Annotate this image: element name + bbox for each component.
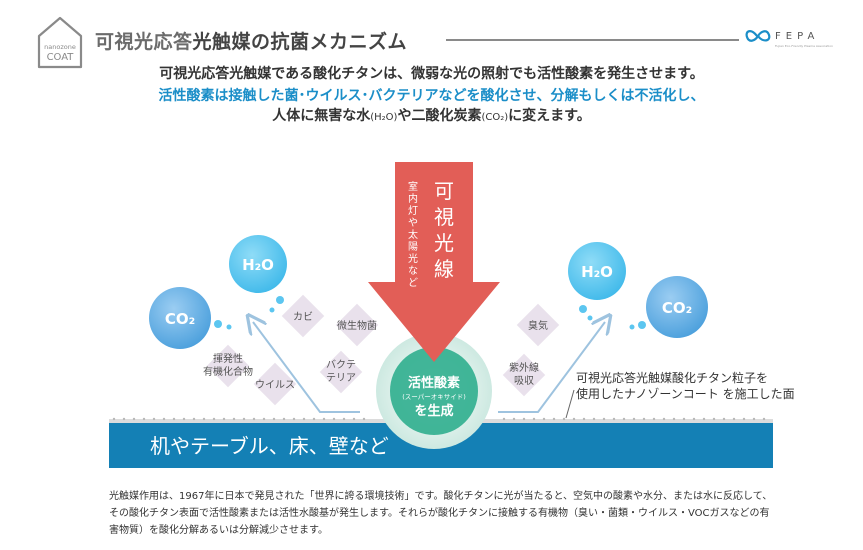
svg-text:光: 光 <box>434 231 454 255</box>
light-source-label: 室 内 灯 や 太 陽 光 な ど <box>408 180 418 289</box>
svg-text:H₂O: H₂O <box>242 256 274 274</box>
small-bubbles-right <box>579 305 646 330</box>
bubble-h2o-left: H₂O <box>229 235 287 293</box>
superoxide-label: (スーパーオキサイド) <box>402 393 466 401</box>
intro-line-2: 活性酸素は接触した菌･ウイルス･バクテリアなどを酸化させ、分解もしくは不活化し、 <box>158 88 705 104</box>
svg-text:線: 線 <box>434 257 454 281</box>
intro-line-3-e: に変えます。 <box>508 108 591 124</box>
bubble-co2-right: CO₂ <box>646 276 708 338</box>
svg-text:陽: 陽 <box>408 241 418 253</box>
small-bubbles-left <box>214 296 284 330</box>
visible-light-arrow <box>368 162 500 362</box>
svg-text:ど: ど <box>408 277 418 289</box>
svg-text:光: 光 <box>408 252 418 265</box>
header-divider <box>446 39 739 41</box>
svg-text:臭気: 臭気 <box>528 319 548 332</box>
tag-uv-absorb: 紫外線 吸収 <box>502 353 546 397</box>
intro-line-3-c: や二酸化炭素 <box>397 108 482 124</box>
svg-text:な: な <box>408 265 418 277</box>
svg-text:吸収: 吸収 <box>514 375 534 387</box>
tag-bacteria: バクテ テリア <box>319 350 363 394</box>
nanozone-coat-logo: nanozone COAT <box>37 16 83 69</box>
coat-label-line-2: 使用したナノゾーンコート を施工した面 <box>576 387 795 401</box>
intro-line-1: 可視光応答光触媒である酸化チタンは、微弱な光の照射でも活性酸素を発生させます。 <box>159 66 704 82</box>
svg-text:CO₂: CO₂ <box>662 299 692 317</box>
visible-light-label: 可 視 光 線 <box>434 179 454 281</box>
coat-label: 可視光応答光触媒酸化チタン粒子を 使用したナノゾーンコート を施工した面 <box>576 370 795 402</box>
svg-text:灯: 灯 <box>408 205 418 217</box>
svg-text:視: 視 <box>434 205 454 229</box>
generate-label: を生成 <box>414 403 453 419</box>
svg-text:内: 内 <box>408 192 418 205</box>
footer-description: 光触媒作用は、1967年に日本で発見された「世界に誇る環境技術」です。酸化チタン… <box>109 491 773 536</box>
svg-text:カビ: カビ <box>293 311 313 323</box>
coat-label-line-1: 可視光応答光触媒酸化チタン粒子を <box>576 371 769 385</box>
tag-microbe: 微生物菌 <box>335 303 379 347</box>
svg-text:太: 太 <box>408 228 418 241</box>
page-title-part2: 光触媒の抗菌メカニズム <box>192 31 408 53</box>
svg-text:紫外線: 紫外線 <box>509 361 539 374</box>
svg-text:ウイルス: ウイルス <box>255 379 295 391</box>
svg-text:揮発性: 揮発性 <box>213 352 243 365</box>
logo-text-line2: COAT <box>47 52 75 63</box>
intro-line-3: 人体に無害な水(H₂O)や二酸化炭素(CO₂)に変えます。 <box>0 105 863 125</box>
fepa-logo-subtext: Fujian Eco-Friendly Plasma Association <box>775 44 833 48</box>
logo-text-line1: nanozone <box>44 43 76 51</box>
fepa-logo-text: FEPA <box>775 31 819 42</box>
tag-virus: ウイルス <box>253 362 297 406</box>
svg-text:テリア: テリア <box>326 373 356 384</box>
svg-text:室: 室 <box>408 180 418 193</box>
svg-text:H₂O: H₂O <box>581 263 613 281</box>
active-oxygen-label: 活性酸素 <box>408 375 460 391</box>
svg-text:や: や <box>408 217 418 229</box>
active-oxygen-circle <box>390 347 478 435</box>
bubble-co2-left: CO₂ <box>149 287 211 349</box>
svg-text:有機化合物: 有機化合物 <box>203 365 253 378</box>
bubble-h2o-right: H₂O <box>568 242 626 300</box>
tag-voc: 揮発性 有機化合物 <box>203 344 253 388</box>
intro-line-3-a: 人体に無害な水 <box>272 108 371 124</box>
page-title: 可視光応答光触媒の抗菌メカニズム <box>95 27 407 54</box>
coat-label-pointer <box>565 389 575 419</box>
svg-text:微生物菌: 微生物菌 <box>337 319 377 332</box>
fepa-logo: FEPA Fujian Eco-Friendly Plasma Associat… <box>745 30 833 48</box>
svg-text:可: 可 <box>434 179 454 203</box>
tag-odor: 臭気 <box>516 303 560 347</box>
page-title-part1: 可視光応答 <box>95 31 193 53</box>
left-reaction-arrow <box>253 322 360 413</box>
svg-text:バクテ: バクテ <box>326 359 356 371</box>
svg-text:CO₂: CO₂ <box>165 310 195 328</box>
intro-line-3-h2o: (H₂O) <box>370 112 398 123</box>
intro-line-3-co2: (CO₂) <box>481 112 509 123</box>
tag-mold: カビ <box>281 294 325 338</box>
coat-particles <box>112 417 766 421</box>
right-reaction-arrow <box>498 322 605 413</box>
surface-label: 机やテーブル、床、壁など <box>150 434 389 458</box>
